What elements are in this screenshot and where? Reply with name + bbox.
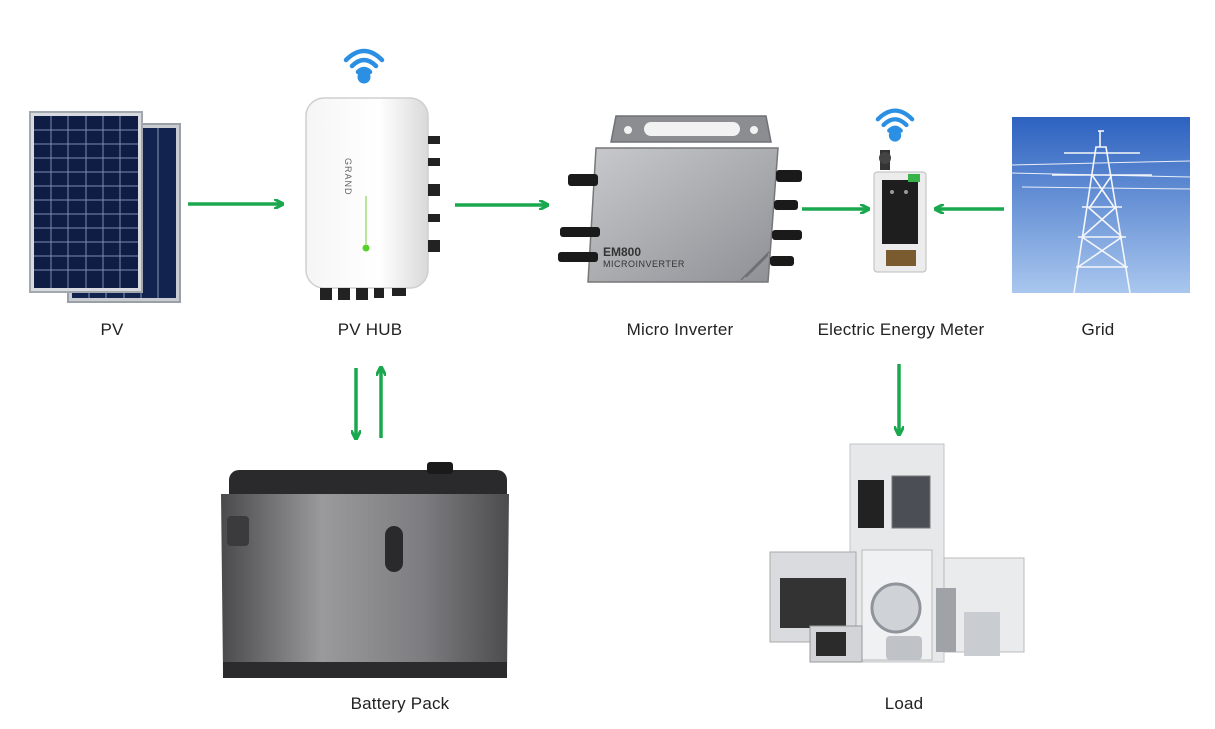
battery-pack-image: [221, 462, 509, 678]
load-label: Load: [884, 694, 924, 713]
pv-label: PV: [100, 320, 124, 339]
grid-label: Grid: [1081, 320, 1115, 339]
energy-meter-label: Electric Energy Meter: [817, 320, 985, 339]
grid-image: [1011, 117, 1191, 294]
battery-pack-label: Battery Pack: [350, 694, 450, 713]
wifi-icon: [875, 108, 915, 142]
wifi-icon: [343, 48, 385, 84]
micro-inverter-subtitle: MICROINVERTER: [603, 259, 685, 269]
pv-hub-label: PV HUB: [337, 320, 403, 339]
micro-inverter-model: EM800: [603, 245, 642, 259]
energy-meter-image: [873, 150, 927, 273]
micro-inverter-label: Micro Inverter: [626, 320, 734, 339]
pv-image: [29, 111, 181, 303]
pv-hub-image: [305, 97, 440, 300]
load-image: [769, 443, 1025, 663]
micro-inverter-image: [558, 115, 802, 283]
